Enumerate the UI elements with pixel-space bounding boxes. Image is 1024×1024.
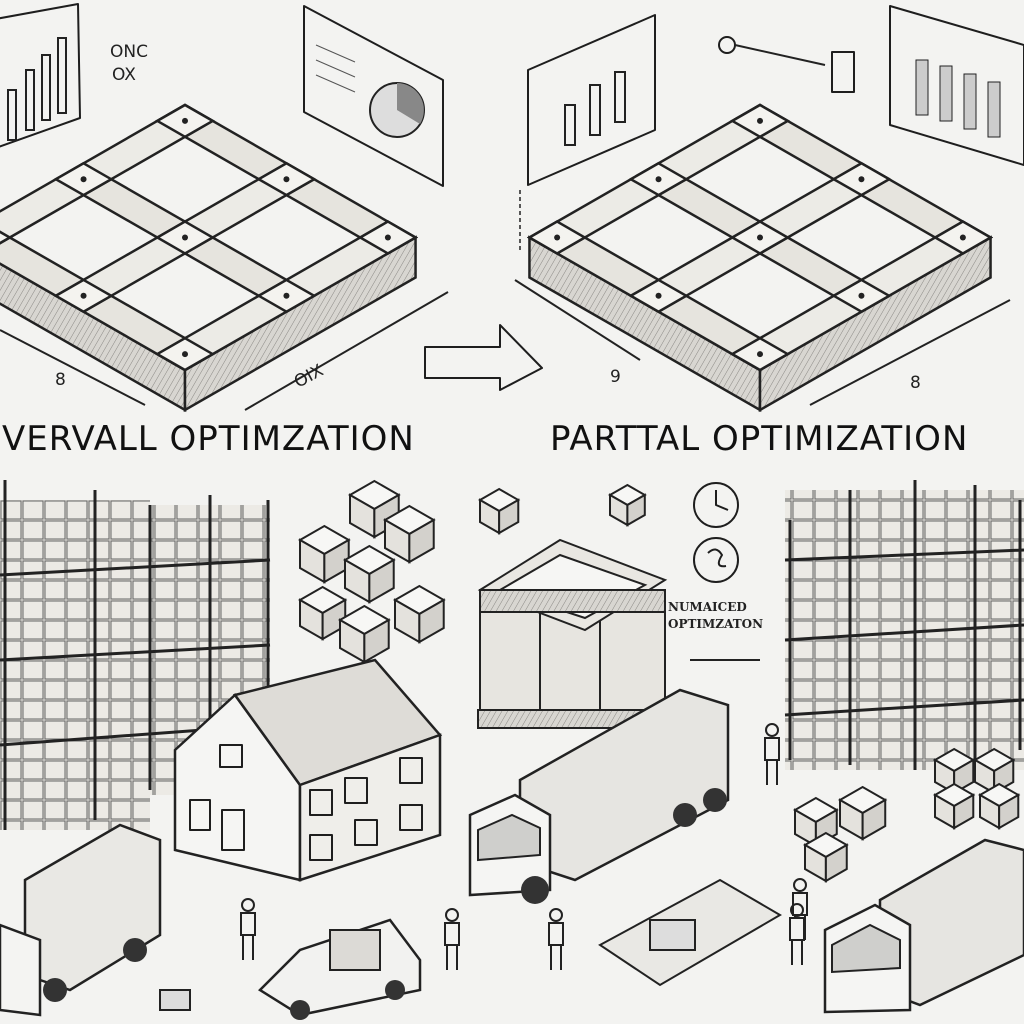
box-side [408, 518, 435, 564]
nail-icon [182, 351, 188, 358]
overall-optimization-title: VERVALL OPTIMZATION [2, 419, 415, 459]
truck-right [823, 838, 1024, 1014]
person-icon [790, 903, 804, 917]
corner-mark: 8 [55, 370, 66, 390]
pallet-block [0, 230, 13, 245]
flatbed-trailer [598, 878, 782, 987]
nail-icon [182, 117, 188, 124]
person-icon [549, 908, 563, 922]
person-icon [445, 908, 459, 922]
box-side [861, 798, 887, 841]
nail-icon [80, 292, 87, 299]
car [258, 918, 422, 1020]
person-icon [241, 898, 255, 912]
arrow-right-icon [424, 324, 543, 391]
person-icon [444, 922, 460, 970]
person-icon [764, 737, 780, 785]
pallet-partial [526, 103, 994, 413]
warehouse-building [173, 658, 443, 882]
dimension-line [514, 279, 641, 361]
truck-left [0, 823, 162, 1017]
truck-center [468, 688, 730, 904]
nail-icon [655, 176, 662, 183]
nail-icon [283, 176, 290, 183]
person-icon [765, 723, 779, 737]
box-side [498, 498, 520, 535]
person-icon [789, 917, 805, 965]
clock-icon [693, 482, 739, 583]
box-side [626, 493, 646, 527]
dimension-line [244, 291, 449, 411]
nail-icon [655, 292, 662, 299]
box-side [368, 558, 395, 604]
nail-icon [182, 234, 188, 241]
dimension-line [0, 329, 146, 406]
nail-icon [757, 234, 763, 241]
nail-icon [80, 176, 87, 183]
nail-icon [757, 117, 763, 124]
corner-mark-right: 9 [610, 367, 621, 387]
box-side [953, 793, 975, 830]
nail-icon [858, 176, 865, 183]
chart-label-onc: ONC [110, 42, 148, 62]
column-chart-board [889, 5, 1024, 166]
nail-icon [959, 234, 966, 241]
box-stacks [297, 479, 1021, 883]
pie-chart-board [303, 5, 444, 187]
nail-icon [858, 292, 865, 299]
nuanced-label-line-1: NUMAICED [668, 600, 747, 614]
nail-icon [554, 234, 561, 241]
chart-label-ox: OX [112, 65, 136, 85]
pointer-icon [718, 36, 855, 93]
dimension-label-right: 8 [910, 373, 921, 393]
nail-icon [283, 292, 290, 299]
partial-optimization-title: PARTTAL OPTIMIZATION [550, 419, 968, 459]
bar-chart-board [0, 3, 81, 148]
person-icon [548, 922, 564, 970]
pallet-overall [0, 103, 419, 413]
box-side [998, 793, 1020, 830]
bar-chart-board-right [527, 14, 656, 186]
person-icon [793, 878, 807, 892]
dimension-line [809, 299, 1011, 406]
shelving-right [784, 480, 1024, 770]
nail-icon [757, 351, 763, 358]
nail-icon [384, 234, 391, 241]
people [240, 723, 808, 970]
box-side [363, 618, 390, 664]
pallet-box-stack [477, 538, 669, 729]
box-side [418, 598, 445, 644]
person-icon [240, 912, 256, 960]
box-side [824, 843, 848, 883]
nuanced-label-line-2: OPTIMZATON [668, 617, 763, 631]
small-crate [159, 989, 191, 1011]
